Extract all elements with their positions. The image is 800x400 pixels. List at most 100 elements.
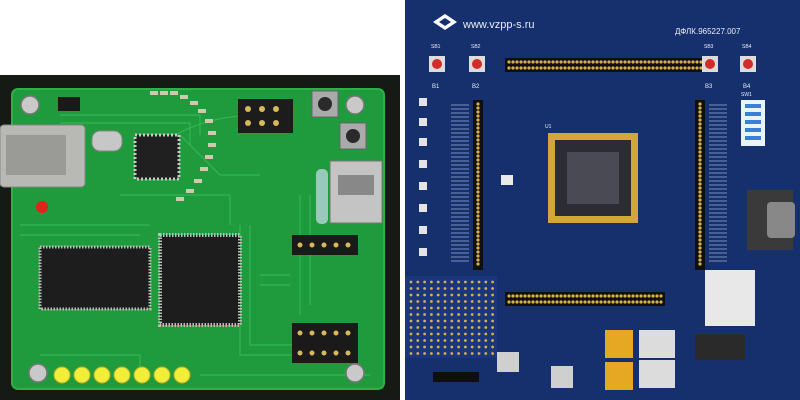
pin: [599, 60, 603, 64]
proto-hole: [491, 326, 494, 329]
left-switch-column: [419, 98, 427, 256]
pin: [595, 300, 599, 304]
pin: [695, 60, 699, 64]
pin: [607, 60, 611, 64]
proto-hole: [477, 326, 481, 329]
pin: [511, 66, 515, 70]
pin: [476, 150, 480, 154]
proto-hole: [416, 293, 420, 297]
proto-hole: [443, 287, 447, 290]
pin: [476, 118, 480, 122]
proto-hole: [464, 319, 467, 323]
pin: [698, 110, 702, 114]
pin: [476, 110, 480, 114]
pin: [698, 134, 702, 138]
pin: [555, 294, 559, 298]
proto-hole: [409, 280, 413, 284]
proto-hole: [464, 280, 467, 284]
pin: [539, 66, 543, 70]
pin: [587, 66, 591, 70]
bottom-left-header: [433, 372, 479, 382]
proto-hole: [457, 300, 460, 303]
pin: [675, 60, 679, 64]
proto-hole: [457, 332, 460, 336]
proto-hole: [409, 313, 413, 316]
pin: [535, 294, 539, 298]
pin: [535, 60, 539, 64]
proto-hole: [484, 313, 488, 316]
proto-hole: [470, 313, 474, 316]
pin: [539, 294, 543, 298]
jtag-header: [695, 334, 745, 360]
pin: [519, 60, 523, 64]
pin: [615, 60, 619, 64]
pin: [643, 294, 647, 298]
pin: [675, 66, 679, 70]
pin: [698, 142, 702, 146]
pin: [515, 66, 519, 70]
pin: [511, 300, 515, 304]
svg-text:SB4: SB4: [742, 44, 752, 50]
pin: [679, 66, 683, 70]
proto-hole: [423, 319, 426, 323]
proto-hole: [464, 332, 467, 336]
proto-hole: [409, 319, 413, 323]
proto-hole: [457, 287, 460, 290]
proto-hole: [443, 326, 447, 329]
proto-hole: [416, 352, 420, 355]
button-b3: SB3 B3: [702, 44, 718, 90]
proto-hole: [436, 339, 440, 342]
top-pin-header: [505, 58, 705, 72]
pin: [575, 294, 579, 298]
pin: [647, 300, 651, 304]
pin: [476, 242, 480, 246]
proto-hole: [450, 313, 454, 316]
proto-hole: [430, 306, 433, 310]
proto-hole: [416, 332, 420, 336]
pin: [643, 60, 647, 64]
proto-hole: [457, 345, 460, 349]
proto-hole: [477, 293, 481, 297]
proto-hole: [423, 345, 426, 349]
pin: [698, 126, 702, 130]
proto-hole: [470, 345, 474, 349]
proto-hole: [443, 332, 447, 336]
pin: [698, 210, 702, 214]
proto-hole: [484, 287, 488, 290]
pin: [698, 254, 702, 258]
bottom-pin-header: [505, 292, 665, 306]
pin: [659, 60, 663, 64]
proto-hole: [416, 306, 420, 310]
pin: [635, 300, 639, 304]
pin: [679, 60, 683, 64]
pin: [507, 300, 511, 304]
proto-hole: [409, 287, 413, 290]
pin: [523, 66, 527, 70]
pin: [571, 300, 575, 304]
pin: [567, 294, 571, 298]
pin: [476, 222, 480, 226]
proto-hole: [423, 313, 426, 316]
pin: [523, 294, 527, 298]
proto-hole: [491, 280, 494, 284]
proto-hole: [450, 280, 454, 284]
blue-pcb-render: www.vzpp-s.ru ДФЛК.965227.007 SB1 B1 SB2…: [405, 0, 800, 400]
pin: [627, 294, 631, 298]
proto-hole: [470, 293, 474, 297]
pin: [698, 174, 702, 178]
proto-hole: [443, 300, 447, 303]
pin: [551, 66, 555, 70]
pin: [651, 300, 655, 304]
pin: [571, 294, 575, 298]
pin: [535, 66, 539, 70]
pin: [563, 60, 567, 64]
proto-hole: [470, 352, 474, 355]
pin: [547, 66, 551, 70]
proto-hole: [491, 339, 494, 342]
pin: [476, 226, 480, 230]
chip-ref: U1: [545, 124, 552, 130]
proto-hole: [450, 300, 454, 303]
pin: [563, 300, 567, 304]
pin: [555, 66, 559, 70]
pin: [655, 66, 659, 70]
